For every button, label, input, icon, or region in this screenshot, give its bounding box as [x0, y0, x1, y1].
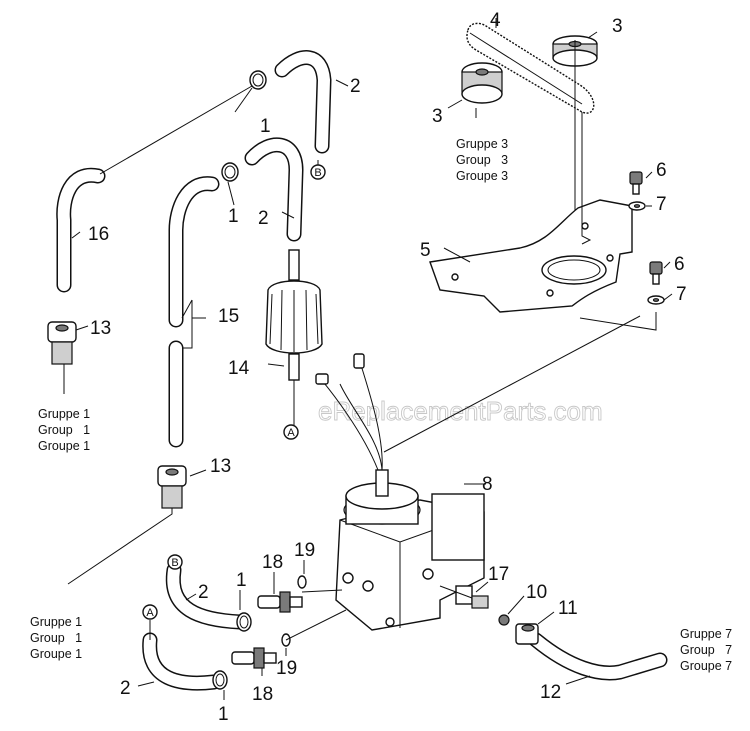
fuel-filter	[265, 249, 323, 381]
callout-8: 8	[482, 474, 493, 495]
callout-1-second: 1	[228, 206, 239, 227]
pump-wires	[315, 353, 383, 471]
hose-clamp-lower-a	[212, 670, 228, 690]
callout-6-upper: 6	[656, 160, 667, 181]
callout-18-upper: 18	[262, 552, 283, 573]
callout-10: 10	[526, 582, 547, 603]
hose-2-lower-a	[142, 632, 222, 691]
callout-12: 12	[540, 682, 561, 703]
screw-lower	[649, 261, 663, 285]
group-note-7: Gruppe 7 Group 7 Groupe 7	[680, 627, 732, 673]
group-3-line-2: Group 3	[456, 153, 508, 167]
hose-clamp-lower-b	[236, 612, 252, 632]
washer-upper	[628, 201, 646, 211]
group-7-line-1: Gruppe 7	[680, 627, 732, 641]
group-1a-line-1: Gruppe 1	[38, 407, 90, 421]
connector-a-lower: A	[142, 604, 158, 620]
group-note-1-upper: Gruppe 1 Group 1 Groupe 1	[38, 407, 90, 453]
hose-clamp-second	[221, 162, 239, 182]
rubber-plug-upper	[47, 321, 77, 365]
group-note-3: Gruppe 3 Group 3 Groupe 3	[456, 137, 508, 183]
pump-housing	[335, 469, 485, 631]
callout-3-lower: 3	[432, 106, 443, 127]
group-1a-line-3: Groupe 1	[38, 439, 90, 453]
group-1b-line-3: Groupe 1	[30, 647, 82, 661]
callout-14: 14	[228, 358, 250, 379]
callout-11: 11	[558, 598, 578, 619]
callout-17: 17	[488, 564, 509, 585]
callout-2-top: 2	[350, 76, 361, 97]
callout-6-lower: 6	[674, 254, 685, 275]
callout-1-lower-a: 1	[218, 704, 229, 725]
screw-upper	[629, 171, 643, 195]
connector-b-hose: B	[310, 164, 326, 180]
callout-3-upper: 3	[612, 16, 623, 37]
callout-13-lower: 13	[210, 456, 231, 477]
rubber-plug-lower	[157, 465, 187, 509]
callout-7-upper: 7	[656, 194, 667, 215]
connector-b-lower: B	[167, 554, 183, 570]
toothed-belt	[466, 22, 595, 114]
hose-12	[528, 632, 668, 681]
callout-5: 5	[420, 240, 431, 261]
leader-lines	[63, 18, 673, 700]
callout-15: 15	[218, 306, 239, 327]
group-3-line-1: Gruppe 3	[456, 137, 508, 151]
hose-fitting-upper	[257, 591, 303, 613]
connector-a-filter: A	[283, 424, 299, 440]
connector-a-lower-label: A	[146, 607, 154, 619]
connector-a-filter-label: A	[287, 427, 295, 439]
callout-1-top: 1	[260, 116, 271, 137]
hose-2-second	[244, 137, 304, 242]
callout-2-lower-a: 2	[120, 678, 131, 699]
group-note-1-lower: Gruppe 1 Group 1 Groupe 1	[30, 615, 82, 661]
group-7-line-2: Group 7	[680, 643, 732, 657]
callout-7-lower: 7	[676, 284, 687, 305]
callout-16: 16	[88, 224, 109, 245]
group-3-line-3: Groupe 3	[456, 169, 508, 183]
small-seal	[498, 614, 510, 626]
hose-15	[168, 176, 220, 448]
callout-2-lower-b: 2	[198, 582, 209, 603]
callout-2-second: 2	[258, 208, 269, 229]
group-7-line-3: Groupe 7	[680, 659, 732, 673]
connector-b-lower-label: B	[171, 557, 178, 569]
threaded-nipple	[455, 585, 489, 609]
o-ring-upper	[297, 575, 307, 589]
hose-2-top	[274, 50, 332, 154]
hose-2-lower-b	[165, 562, 248, 630]
callout-13-upper: 13	[90, 318, 111, 339]
callout-1-lower-b: 1	[236, 570, 247, 591]
group-1a-line-2: Group 1	[38, 423, 90, 437]
washer-lower	[647, 295, 665, 305]
hose-fitting-lower	[231, 647, 277, 669]
hose-clamp-top	[249, 70, 267, 90]
callout-19-upper: 19	[294, 540, 315, 561]
callout-4: 4	[490, 10, 501, 31]
mounting-bracket	[429, 199, 633, 313]
callout-18-lower: 18	[252, 684, 273, 705]
connector-b-hose-label: B	[314, 167, 321, 179]
pulley-lower	[461, 62, 503, 104]
hex-nut-fitting	[515, 623, 539, 645]
callout-19-lower: 19	[276, 658, 297, 679]
hose-16	[56, 167, 106, 293]
group-1b-line-2: Group 1	[30, 631, 82, 645]
group-1b-line-1: Gruppe 1	[30, 615, 82, 629]
